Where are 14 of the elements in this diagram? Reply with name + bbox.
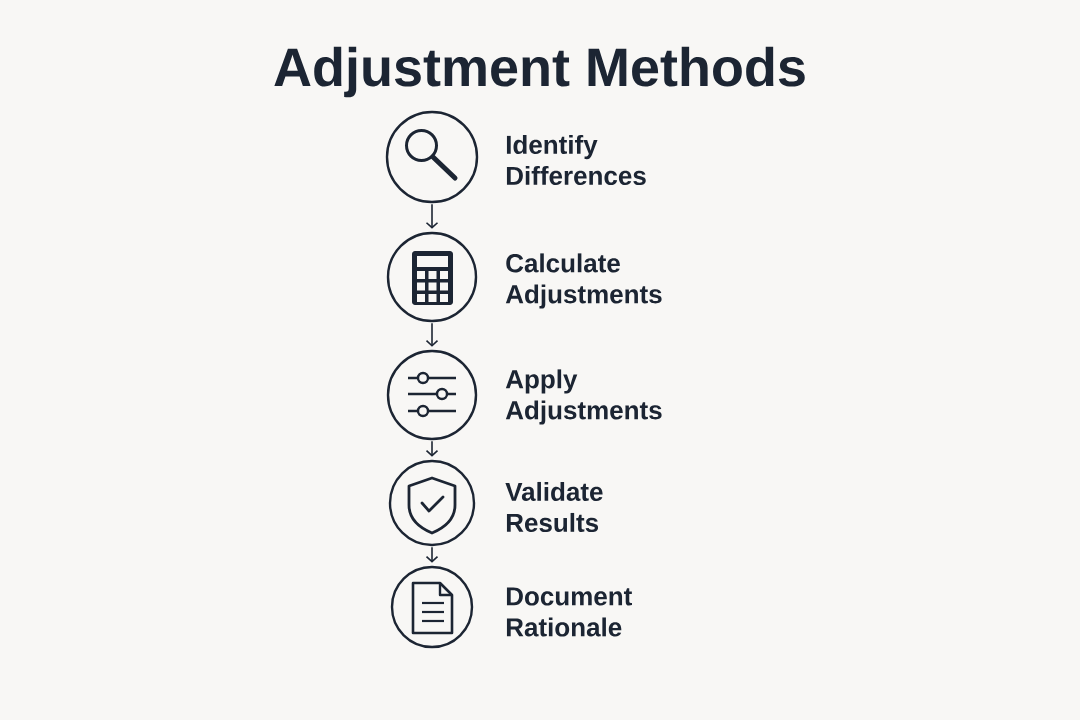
step-label: Validate Results — [505, 481, 603, 533]
title: Adjustment Methods — [274, 46, 805, 98]
arrow — [425, 546, 439, 563]
arrow — [425, 440, 439, 457]
step-label: Document Rationale — [506, 587, 632, 637]
arrow — [425, 322, 439, 347]
step-label: Calculate Adjustments — [505, 253, 662, 309]
step-circle — [388, 459, 476, 547]
step-label: Apply Adjustments — [505, 369, 662, 425]
step-circle — [390, 565, 474, 649]
arrow — [425, 203, 439, 229]
step-label: Identify Differences — [506, 134, 646, 186]
step-circle — [385, 110, 479, 204]
step-circle — [386, 349, 478, 441]
